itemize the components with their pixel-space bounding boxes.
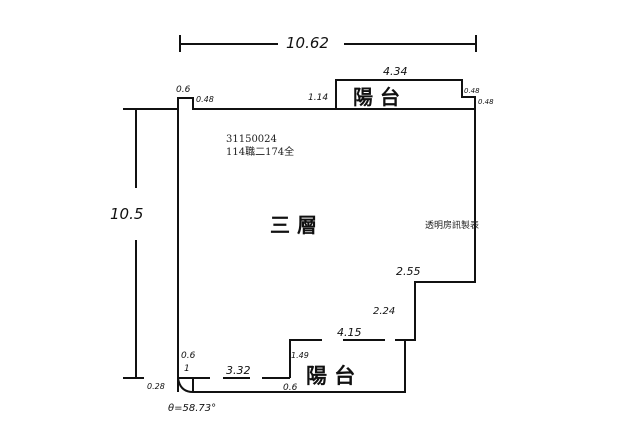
top-balcony-step2-label: 0.48 — [478, 98, 494, 106]
corner-angle-label: θ=58.73° — [168, 403, 216, 414]
top-balcony-width-label: 4.34 — [383, 65, 408, 78]
floor-outline — [150, 79, 476, 393]
overall-width-label: 10.62 — [286, 34, 329, 52]
watermark: 透明房訊製表 — [425, 219, 479, 231]
top-balcony-step1-label: 0.48 — [464, 87, 480, 95]
bottom-balcony-label: 陽 台 — [306, 363, 355, 388]
bottom-balcony-width-label: 4.15 — [337, 326, 362, 339]
corner-width-label: 0.6 — [176, 85, 191, 95]
floor-label: 三 層 — [270, 213, 317, 237]
bottom-segment-label: 3.32 — [226, 364, 251, 377]
overall-height-label: 10.5 — [110, 205, 143, 223]
width-dimension — [179, 35, 477, 52]
building-number: 114職二174全 — [226, 145, 294, 158]
bottom-balcony-depth-label: 1.49 — [291, 351, 309, 360]
corner-radius-label: 0.28 — [147, 382, 165, 391]
right-step-lower-label: 2.24 — [373, 306, 395, 317]
bottom-balcony-offset-label: 0.6 — [283, 383, 298, 393]
right-step-upper-label: 2.55 — [396, 265, 421, 278]
corner-step-label: 0.48 — [196, 95, 214, 104]
top-balcony-label: 陽 台 — [353, 85, 400, 109]
height-dimension — [123, 108, 172, 379]
building-code: 31150024 — [226, 134, 277, 145]
top-balcony-depth-label: 1.14 — [308, 93, 328, 103]
bottom-left-tick-label: 1 — [184, 364, 190, 374]
bottom-left-vertical-label: 0.6 — [181, 351, 196, 361]
